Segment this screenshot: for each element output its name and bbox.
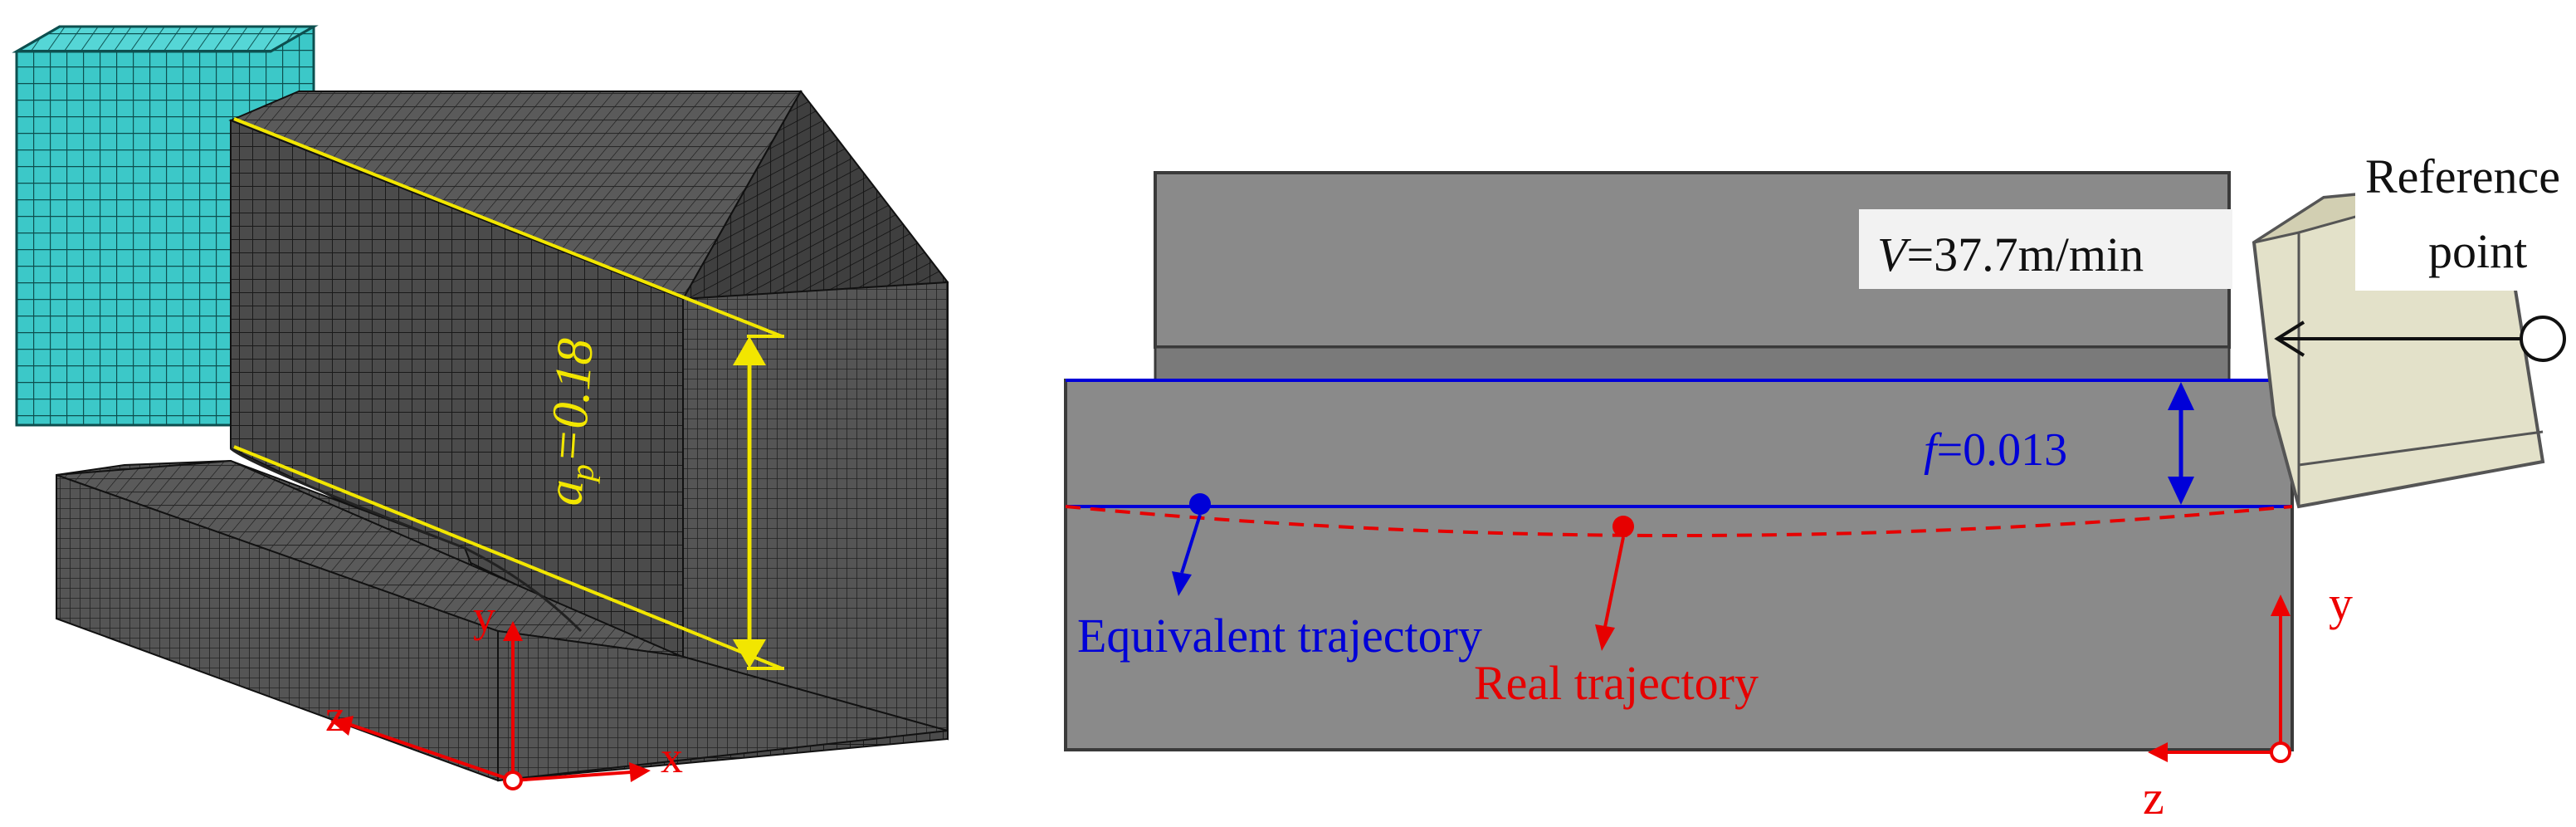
left-axes: y z x	[325, 591, 683, 790]
reference-point-arrow	[2274, 316, 2566, 362]
reference-label-line2: point	[2428, 224, 2527, 278]
real-trajectory-marker: Real trajectory	[1474, 516, 1759, 710]
velocity-value: =37.7m/min	[1906, 228, 2144, 281]
feed-arrow	[2168, 382, 2194, 505]
right-scheme-diagram: f=0.013 Equivalent trajectory Real traje…	[1064, 148, 2573, 825]
upper-block-ledge	[1154, 345, 2231, 382]
velocity-symbol: V	[1877, 228, 1912, 281]
velocity-label-box	[1859, 209, 2232, 289]
reference-point-marker	[2520, 316, 2566, 362]
left-axis-y-label: y	[473, 591, 495, 641]
reference-label-line1: Reference	[2365, 149, 2560, 203]
equivalent-trajectory-marker: Equivalent trajectory	[1077, 493, 1482, 663]
feed-value: =0.013	[1937, 424, 2068, 476]
real-trajectory-curve	[1065, 505, 2293, 537]
right-axes: y z	[2143, 576, 2353, 825]
main-gray-block	[1064, 379, 2294, 751]
right-axis-z-label: z	[2143, 771, 2164, 825]
real-trajectory-label: Real trajectory	[1474, 656, 1759, 710]
workpiece-lower-block	[56, 447, 949, 782]
right-axis-y-label: y	[2329, 576, 2353, 630]
feed-label: f=0.013	[1924, 424, 2067, 476]
depth-dimension-arrow	[733, 336, 766, 668]
depth-of-cut-label: ap=0.18	[536, 336, 610, 507]
depth-value: =0.18	[539, 336, 604, 465]
left-axis-z-label: z	[325, 691, 345, 741]
equivalent-trajectory-label: Equivalent trajectory	[1077, 609, 1482, 663]
svg-text:ap=0.18: ap=0.18	[536, 336, 610, 507]
depth-symbol: a	[536, 477, 594, 507]
left-axis-x-label: x	[661, 732, 683, 782]
velocity-label: V=37.7m/min	[1877, 228, 2144, 281]
reference-label-box	[2355, 148, 2573, 291]
left-mesh-diagram: ap=0.18 y z x	[12, 25, 949, 790]
depth-edge-lines	[233, 117, 784, 670]
